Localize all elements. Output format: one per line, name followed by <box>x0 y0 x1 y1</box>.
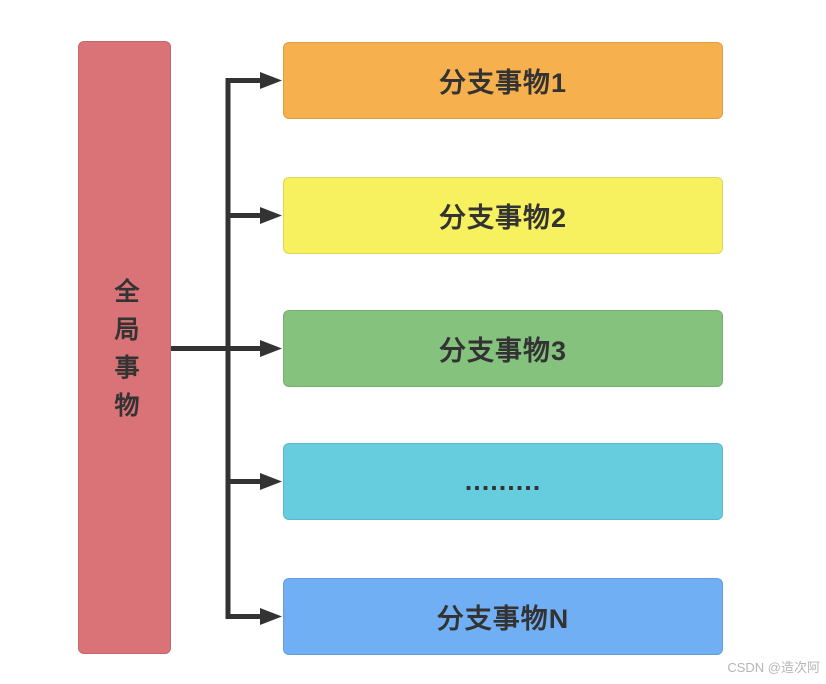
branch-transaction-node-n: 分支事物N <box>283 578 723 655</box>
watermark: CSDN @造次阿 <box>727 660 820 675</box>
branch-transaction-label-3: 分支事物3 <box>438 336 568 366</box>
branch-transaction-label-ellipsis: ......... <box>464 466 542 496</box>
branch-transaction-node-3: 分支事物3 <box>283 310 723 387</box>
branch-transaction-label-n: 分支事物N <box>436 604 570 634</box>
branch-transaction-node-1: 分支事物1 <box>283 42 723 119</box>
branch-transaction-label-2: 分支事物2 <box>438 203 568 233</box>
arrowhead-branch-3 <box>260 340 282 357</box>
global-transaction-node: 全局事物 <box>78 41 171 654</box>
arrowhead-branch-4 <box>260 473 282 490</box>
branch-transaction-label-1: 分支事物1 <box>438 68 568 98</box>
arrowhead-branch-1 <box>260 72 282 89</box>
branch-transaction-node-ellipsis: ......... <box>283 443 723 520</box>
branch-transaction-node-2: 分支事物2 <box>283 177 723 254</box>
arrowhead-branch-2 <box>260 207 282 224</box>
global-transaction-label: 全局事物 <box>111 278 139 430</box>
arrowhead-branch-5 <box>260 608 282 625</box>
